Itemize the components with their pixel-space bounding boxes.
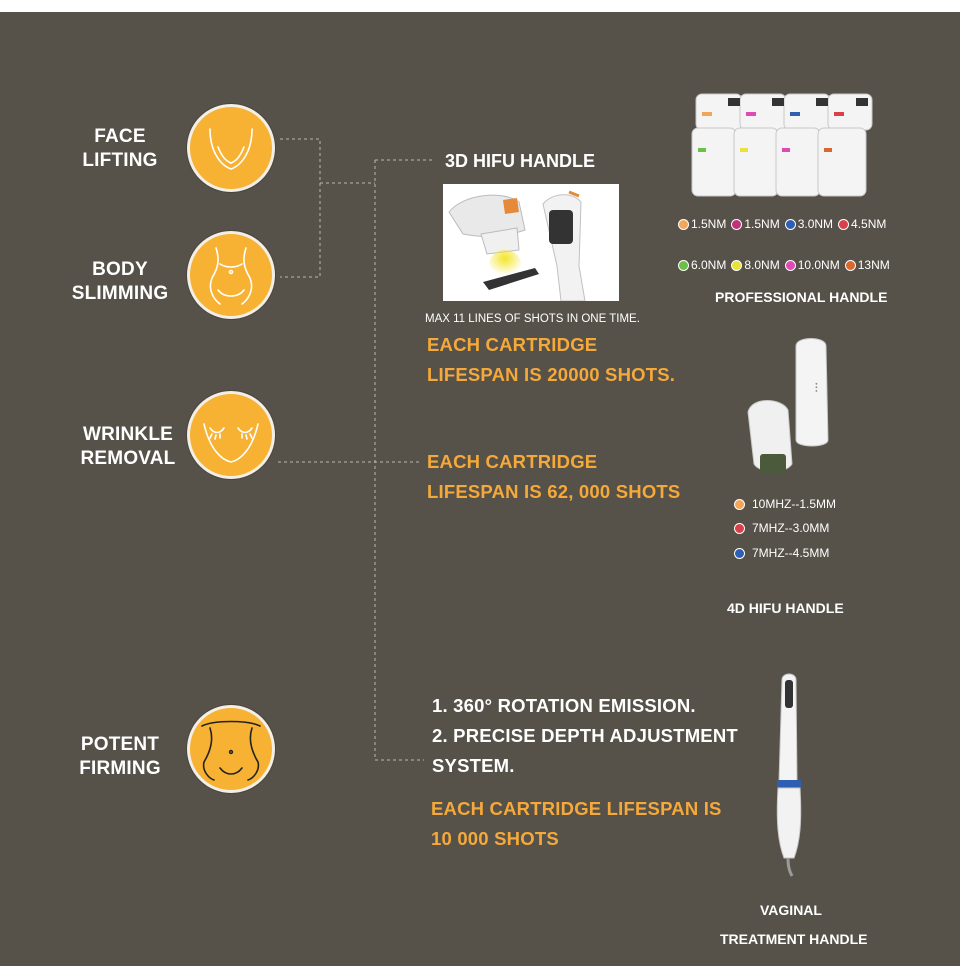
- professional-handle-caption: PROFESSIONAL HANDLE: [715, 289, 888, 305]
- svg-text:•••: •••: [812, 382, 819, 393]
- professional-cartridges-image: [688, 90, 878, 200]
- top-border: [0, 0, 960, 12]
- hifu4d-handle-caption: 4D HIFU HANDLE: [727, 600, 844, 616]
- vaginal-lifespan: EACH CARTRIDGE LIFESPAN IS 10 000 SHOTS: [431, 798, 722, 849]
- dot-icon: [735, 548, 744, 558]
- dot-icon: [732, 260, 742, 270]
- legend-item: 10.0NM: [785, 258, 840, 272]
- waist-outline-icon: [187, 231, 275, 319]
- dot-icon: [679, 260, 688, 270]
- legend-item: 4.5NM: [839, 217, 886, 231]
- dot-icon: [735, 499, 744, 509]
- cartridge-legend-row-1: 1.5NM 1.5NM 3.0NM 4.5NM: [679, 217, 886, 231]
- vaginal-caption-line-2: TREATMENT HANDLE: [720, 931, 868, 947]
- dot-icon: [785, 260, 795, 270]
- hifu4d-lifespan: EACH CARTRIDGE LIFESPAN IS 62, 000 SHOTS: [427, 451, 681, 502]
- hifu3d-handle-image: [443, 184, 619, 302]
- legend-item: 13NM: [845, 258, 890, 272]
- legend-item: 3.0NM: [785, 217, 833, 231]
- legend-item: 8.0NM: [732, 258, 780, 272]
- dot-icon: [732, 219, 742, 229]
- dot-icon: [839, 219, 849, 229]
- torso-outline-icon: [187, 705, 275, 793]
- frequency-item: 10MHZ--1.5MM: [735, 497, 836, 511]
- eyes-outline-icon: [187, 391, 275, 479]
- legend-item: 1.5NM: [732, 217, 780, 231]
- vaginal-handle-image: [768, 672, 808, 877]
- vaginal-features: 1. 360° ROTATION EMISSION. 2. PRECISE DE…: [432, 695, 738, 776]
- hifu3d-lifespan: EACH CARTRIDGE LIFESPAN IS 20000 SHOTS.: [427, 334, 676, 385]
- dot-icon: [785, 219, 795, 229]
- legend-item: 1.5NM: [679, 217, 726, 231]
- cartridge-legend-row-2: 6.0NM 8.0NM 10.0NM 13NM: [679, 258, 890, 272]
- frequency-item: 7MHZ--4.5MM: [735, 546, 829, 560]
- vaginal-caption-line-1: VAGINAL: [760, 902, 822, 918]
- frequency-item: 7MHZ--3.0MM: [735, 521, 829, 535]
- hifu4d-handle-image: •••: [742, 336, 838, 476]
- dot-icon: [679, 219, 688, 229]
- face-outline-icon: [187, 104, 275, 192]
- dot-icon: [845, 260, 855, 270]
- hifu3d-max-lines: MAX 11 LINES OF SHOTS IN ONE TIME.: [425, 313, 640, 325]
- legend-item: 6.0NM: [679, 258, 726, 272]
- dot-icon: [735, 523, 744, 533]
- hifu3d-title: 3D HIFU HANDLE: [445, 151, 596, 171]
